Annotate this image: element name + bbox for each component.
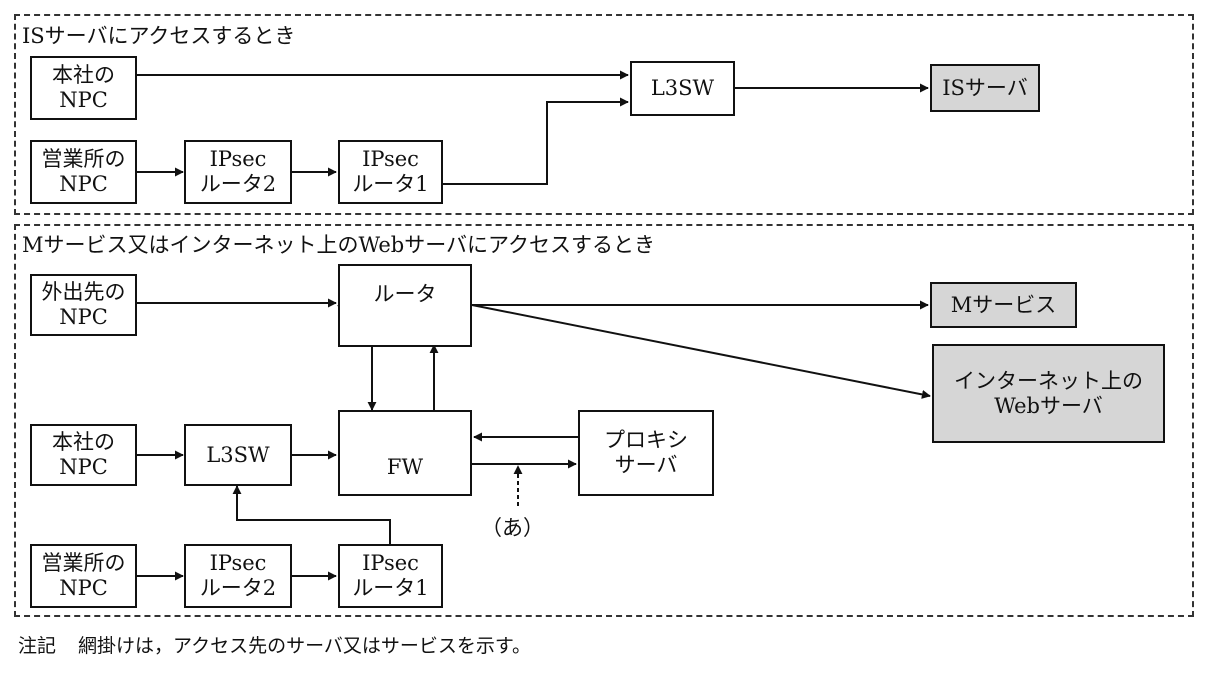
region-is-access-title: ISサーバにアクセスするとき <box>22 24 296 48</box>
web-server-node: インターネット上の Webサーバ <box>932 344 1165 443</box>
outside-npc-node: 外出先の NPC <box>30 274 137 336</box>
hq-npc-label-1: 本社の <box>52 63 115 87</box>
m-service-node: Mサービス <box>930 282 1077 328</box>
ipsec-router-2-label-2: ルータ2 <box>199 172 277 196</box>
region-web-access <box>14 224 1194 617</box>
proxy-server-label-1: プロキシ <box>604 428 688 452</box>
ipsec-router-1-2-label-2: ルータ1 <box>352 576 429 600</box>
hq-npc-label-2: NPC <box>59 88 108 112</box>
hq-npc-node-2: 本社の NPC <box>30 424 137 486</box>
ipsec-router-1-label-2: ルータ1 <box>352 172 429 196</box>
web-server-label-1: インターネット上の <box>954 368 1143 393</box>
l3sw-label: L3SW <box>650 76 715 100</box>
router-label: ルータ <box>373 282 437 306</box>
l3sw-2-label: L3SW <box>206 442 270 467</box>
region-is-access <box>14 14 1194 215</box>
branch-npc-label-1: 営業所の <box>41 147 126 171</box>
l3sw-node-2: L3SW <box>184 424 292 486</box>
proxy-server-node: プロキシ サーバ <box>578 410 714 496</box>
ipsec-router-2-2-label-2: ルータ2 <box>199 576 277 600</box>
proxy-server-label-2: サーバ <box>614 453 678 477</box>
hq-npc-node: 本社の NPC <box>30 56 137 120</box>
region-web-access-title: Mサービス又はインターネット上のWebサーバにアクセスするとき <box>22 233 655 257</box>
branch-npc-node: 営業所の NPC <box>30 140 137 204</box>
branch-npc-label-2: NPC <box>59 172 108 196</box>
outside-npc-label-1: 外出先の <box>41 280 126 304</box>
ipsec-router-1-node: IPsec ルータ1 <box>338 140 443 204</box>
branch-npc-2-label-2: NPC <box>59 576 108 600</box>
branch-npc-2-label-1: 営業所の <box>41 551 126 575</box>
ipsec-router-2-node: IPsec ルータ2 <box>184 140 292 204</box>
ipsec-router-2-node-2: IPsec ルータ2 <box>184 544 292 608</box>
ipsec-router-2-label-1: IPsec <box>209 147 267 171</box>
hq-npc-2-label-1: 本社の <box>52 430 115 454</box>
branch-npc-node-2: 営業所の NPC <box>30 544 137 608</box>
hq-npc-2-label-2: NPC <box>59 455 108 479</box>
arrow-ipsec1-to-l3sw-2 <box>232 485 391 544</box>
is-server-node: ISサーバ <box>930 64 1040 112</box>
ipsec-router-1-node-2: IPsec ルータ1 <box>338 544 443 608</box>
ipsec-router-1-label-1: IPsec <box>362 147 419 171</box>
footnote-head: 注記 <box>18 635 57 657</box>
ipsec-router-2-2-label-1: IPsec <box>209 551 267 575</box>
is-server-label: ISサーバ <box>942 75 1028 100</box>
annotation-a-label: （あ） <box>481 516 544 540</box>
fw-node: FW <box>338 410 472 496</box>
fw-label: FW <box>386 455 424 479</box>
web-server-label-2: Webサーバ <box>994 393 1103 418</box>
m-service-label: Mサービス <box>950 292 1057 317</box>
l3sw-node: L3SW <box>630 61 735 116</box>
footnote-text: 網掛けは，アクセス先のサーバ又はサービスを示す。 <box>78 635 531 657</box>
router-node: ルータ <box>338 264 472 347</box>
outside-npc-label-2: NPC <box>59 305 108 329</box>
arrow-ipsec1-to-l3sw <box>443 97 629 185</box>
footnote: 注記網掛けは，アクセス先のサーバ又はサービスを示す。 <box>18 634 531 658</box>
arrow-router-to-web-server <box>471 304 931 399</box>
ipsec-router-1-2-label-1: IPsec <box>362 551 419 575</box>
